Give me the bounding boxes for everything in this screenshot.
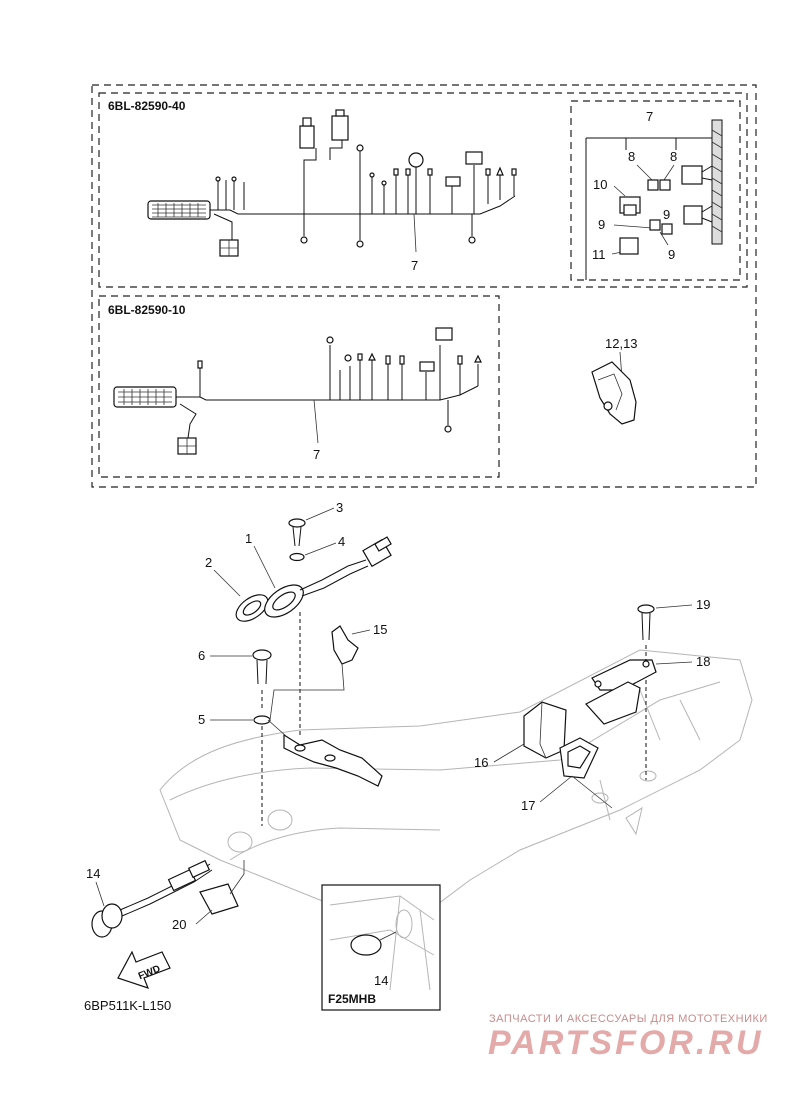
inset-model: F25MHB xyxy=(328,992,376,1006)
label-part-20 xyxy=(199,883,239,915)
callout-9c: 9 xyxy=(668,247,675,262)
watermark-tagline: ЗАПЧАСТИ И АКСЕССУАРЫ ДЛЯ МОТОТЕХНИКИ xyxy=(489,1013,768,1025)
callout-1: 1 xyxy=(245,531,252,546)
kit-outer-frame xyxy=(91,84,757,488)
harness-part-1 xyxy=(264,536,392,618)
callout-2: 2 xyxy=(205,555,212,570)
callout-8a: 8 xyxy=(628,149,635,164)
callout-7-kit40: 7 xyxy=(411,258,418,273)
bolt-part-19 xyxy=(637,604,655,641)
clip-part-15 xyxy=(269,625,359,721)
fwd-arrow: FWD xyxy=(117,950,171,989)
switch-part-14 xyxy=(91,859,213,938)
wire-harness-10 xyxy=(113,327,482,455)
callout-19: 19 xyxy=(696,597,710,612)
plate-part-18 xyxy=(585,659,657,725)
callout-20: 20 xyxy=(172,917,186,932)
callout-4: 4 xyxy=(338,534,345,549)
plug-part-14 xyxy=(350,934,382,956)
connector-detail: 7 8 8 10 9 9 11 9 xyxy=(585,109,723,280)
figure-code: 6BP511K-L150 xyxy=(84,998,171,1013)
grommet-part-2 xyxy=(235,594,269,622)
harness-clamp: 12,13 xyxy=(591,336,638,425)
callout-9b: 9 xyxy=(663,207,670,222)
housing-outline xyxy=(159,649,753,921)
kit-frame-10 xyxy=(98,295,500,478)
callout-8b: 8 xyxy=(670,149,677,164)
callout-16: 16 xyxy=(474,755,488,770)
inset-detail xyxy=(329,895,435,991)
seal-part-17 xyxy=(559,737,599,779)
callout-7-kit10: 7 xyxy=(313,447,320,462)
watermark-brand: PARTSFOR.RU xyxy=(488,1024,763,1062)
callout-17: 17 xyxy=(521,798,535,813)
callout-14-main: 14 xyxy=(86,866,100,881)
bolt-part-6 xyxy=(252,649,272,685)
callout-10: 10 xyxy=(593,177,607,192)
detail-frame xyxy=(570,100,741,281)
washer-part-4 xyxy=(289,552,305,562)
callout-5: 5 xyxy=(198,712,205,727)
callout-12-13: 12,13 xyxy=(605,336,638,351)
kit-code-40: 6BL-82590-40 xyxy=(108,99,186,113)
callout-18: 18 xyxy=(696,654,710,669)
callout-7-detail: 7 xyxy=(646,109,653,124)
kit-frame-40 xyxy=(98,92,748,288)
washer-part-5 xyxy=(253,715,271,725)
wire-harness-40 xyxy=(147,109,517,257)
callout-3: 3 xyxy=(336,500,343,515)
mounting-bracket xyxy=(267,719,383,787)
callout-15: 15 xyxy=(373,622,387,637)
callout-6: 6 xyxy=(198,648,205,663)
callout-9a: 9 xyxy=(598,217,605,232)
kit-code-10: 6BL-82590-10 xyxy=(108,303,186,317)
screw-part-3 xyxy=(288,518,306,547)
callout-14-inset: 14 xyxy=(374,973,388,988)
callout-11: 11 xyxy=(592,247,606,262)
